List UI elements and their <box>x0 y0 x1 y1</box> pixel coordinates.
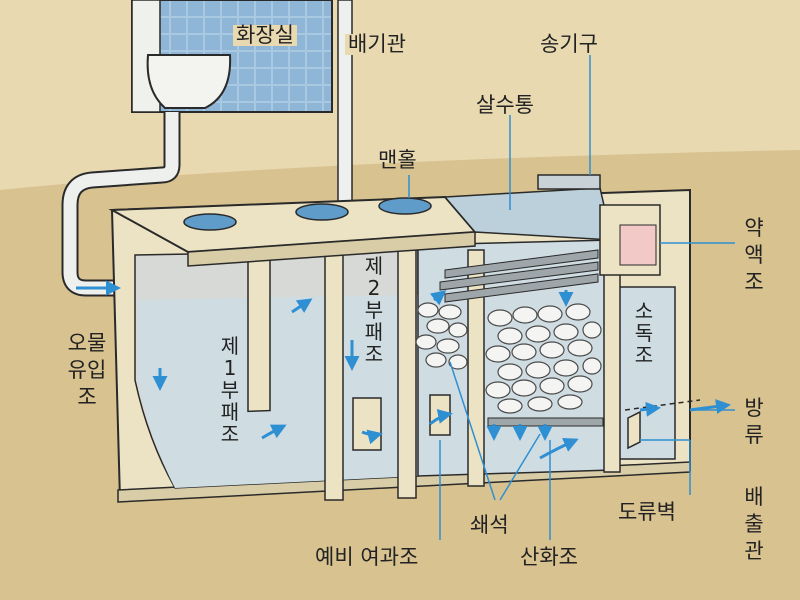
outlet-pipe <box>624 399 701 411</box>
crushed-stone-prefilter <box>415 302 468 370</box>
label-toilet: 화장실 <box>233 25 297 46</box>
manhole-cover-3 <box>378 197 432 215</box>
label-first-septic-tank: 제1부패조 <box>220 334 240 446</box>
label-disinfection-tank: 소독조 <box>634 299 654 367</box>
label-chemical-tank: 약액조 <box>744 216 764 294</box>
label-vent-pipe: 배기관 <box>345 34 409 55</box>
guide-wall-panel <box>627 410 641 450</box>
label-discharge: 방류 <box>744 396 764 447</box>
toilet-room <box>131 0 333 113</box>
manhole-cover-1 <box>183 213 237 231</box>
toilet-bowl <box>146 54 232 109</box>
blower-grill <box>537 174 601 190</box>
leader-lines <box>408 55 735 540</box>
chemical-tank <box>599 204 661 276</box>
label-blower: 송기구 <box>540 32 598 56</box>
flow-arrows <box>76 280 731 460</box>
label-sewage-inflow-tank: 오물 유입조 <box>67 331 107 409</box>
label-drain-pipe: 배출관 <box>744 485 764 563</box>
label-crushed-stone: 쇄석 <box>470 513 509 537</box>
crushed-stone-oxidation <box>485 303 602 414</box>
manhole-cover-2 <box>295 203 349 221</box>
label-second-septic-tank: 제2부패조 <box>364 254 384 366</box>
label-manhole: 맨홀 <box>378 148 417 172</box>
label-oxidation-tank: 산화조 <box>520 545 578 569</box>
label-guide-wall: 도류벽 <box>618 500 676 524</box>
label-prefilter-tank: 예비 여과조 <box>315 545 419 569</box>
label-sprinkler: 살수통 <box>476 93 534 117</box>
